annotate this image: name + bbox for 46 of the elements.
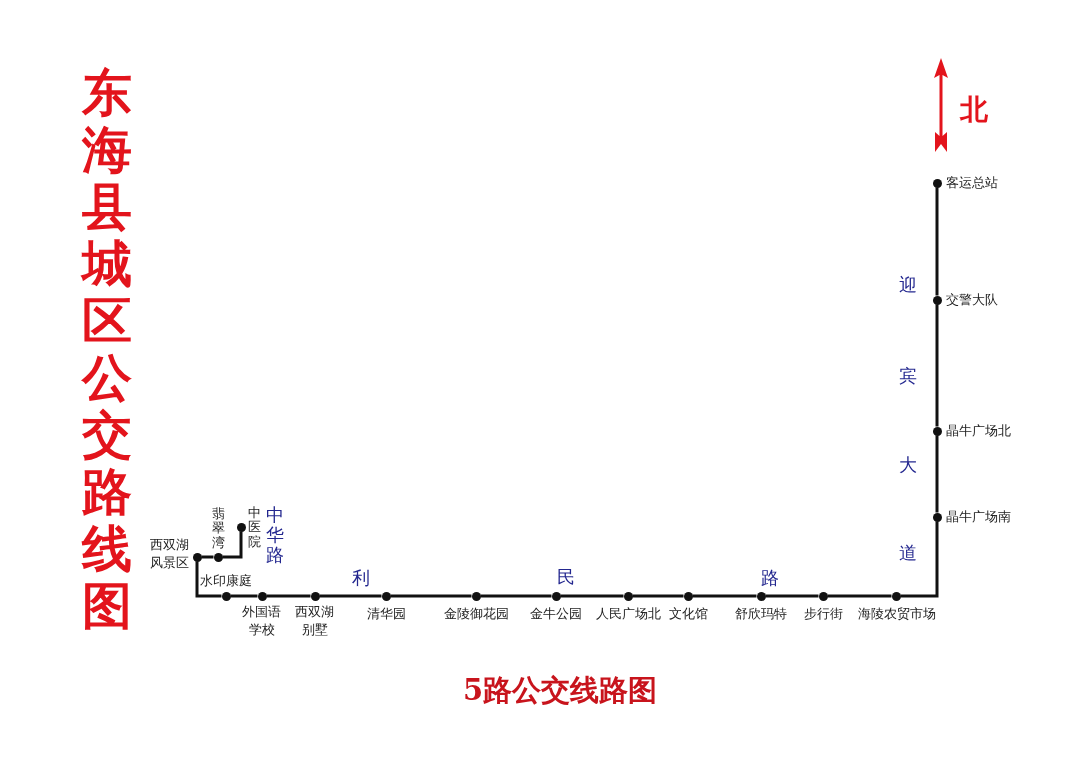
station-name: 西双湖别墅 [294,603,336,639]
route-line [632,594,684,598]
route-line [900,521,939,598]
route-line [935,304,939,427]
road-name: 宾 [899,367,917,385]
station-name: 清华园 [366,605,406,623]
station-name: 晶牛广场南 [946,508,1011,527]
station-name: 西双湖风景区 [149,536,190,572]
road-name: 路 [761,569,779,587]
route-line [935,187,939,296]
route-line [222,531,243,559]
route-line [765,594,819,598]
route-caption: 5路公交线路图 [462,675,658,705]
road-name: 利 [352,569,370,587]
station-name: 水印康庭 [200,571,252,590]
station-name: 海陵农贸市场 [858,605,936,623]
compass-label: 北 [960,96,988,124]
station-name: 晶牛广场北 [946,422,1011,441]
station-name: 外国语学校 [241,603,283,639]
route-line [319,594,382,598]
road-name: 道 [899,544,917,562]
route-line [195,561,222,598]
road-name: 民 [557,568,575,586]
route-line [935,435,939,513]
route-line [266,594,311,598]
route-line [827,594,892,598]
map-title: 东海县城区公交路线图 [82,64,132,634]
station-name: 人民广场北 [595,605,661,623]
station-name: 金牛公园 [530,605,582,623]
station-name: 客运总站 [946,174,998,193]
road-name: 迎 [899,276,917,294]
station-name: 翡翠湾 [211,507,225,550]
route-line [201,555,214,559]
station-name: 步行街 [803,605,843,623]
route-line [560,594,624,598]
station-name: 舒欣玛特 [735,605,787,623]
route-line [480,594,552,598]
route-line [390,594,472,598]
station-name: 中医院 [248,506,261,549]
station-name: 文化馆 [668,605,708,623]
station-name: 交警大队 [946,291,998,310]
station-name: 金陵御花园 [443,605,509,623]
road-name: 大 [899,456,917,474]
road-name: 中华路 [266,505,284,565]
route-line [230,594,258,598]
route-line [692,594,757,598]
